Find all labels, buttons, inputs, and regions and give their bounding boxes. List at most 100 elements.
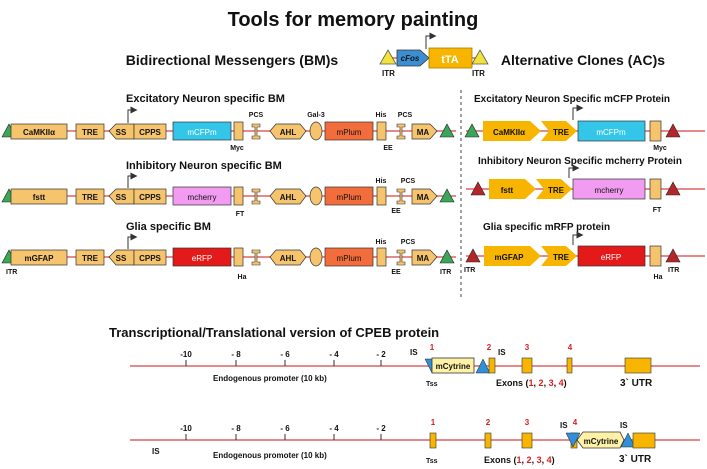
svg-text:mCytrine: mCytrine: [584, 437, 619, 446]
promoter-ticks: -10 - 8 - 6 - 4 - 2: [180, 424, 386, 440]
svg-text:3: 3: [525, 343, 530, 352]
svg-text:CPPS: CPPS: [139, 128, 161, 137]
svg-text:fstt: fstt: [501, 186, 514, 195]
svg-text:eRFP: eRFP: [601, 253, 621, 262]
svg-text:TRE: TRE: [548, 186, 565, 195]
is-right-triangle: [620, 432, 636, 448]
ac-glia-construct: Glia specific mRFP protein ITR mGFAP TRE…: [464, 222, 705, 281]
svg-text:mGFAP: mGFAP: [25, 254, 55, 263]
itr-right-triangle: [471, 49, 489, 65]
svg-text:- 8: - 8: [231, 350, 241, 359]
ac-inhibitory-construct: Inhibitory Neuron Specific mcherry Prote…: [466, 156, 705, 214]
his-tag: [376, 247, 387, 267]
tta-label: tTA: [441, 54, 459, 66]
svg-text:mcherry: mcherry: [595, 186, 624, 195]
svg-text:1: 1: [430, 343, 435, 352]
mcytrine-insert: [431, 357, 475, 374]
svg-text:FT: FT: [653, 207, 662, 214]
itr-right-triangle: [439, 249, 455, 264]
svg-text:- 2: - 2: [376, 350, 386, 359]
tre-box: [75, 188, 105, 205]
bm-glia-construct: Glia specific BM ITR mGFAP TRE SS CPPS e…: [1, 221, 456, 281]
promoter-ticks: -10 - 8 - 6 - 4 - 2: [180, 350, 386, 366]
ft-tag: [649, 178, 662, 200]
tre-arrow: [541, 246, 577, 266]
svg-text:- 4: - 4: [329, 424, 339, 433]
mcytrine-insert: [576, 431, 625, 449]
itr-right-label: ITR: [472, 69, 485, 78]
pcs-site: [251, 249, 261, 266]
itr-left-triangle: [464, 123, 480, 138]
mplum-box: [324, 186, 374, 206]
itr-left-label: ITR: [382, 69, 395, 78]
svg-text:Gal-3: Gal-3: [307, 112, 325, 119]
svg-text:Myc: Myc: [653, 145, 667, 152]
bm-header: Bidirectional Messengers (BM)s: [126, 52, 339, 68]
tre-arrow: [541, 121, 577, 141]
ma-arrow: [411, 249, 438, 266]
svg-text:AHL: AHL: [280, 193, 297, 202]
svg-text:SS: SS: [116, 128, 127, 137]
svg-text:4: 4: [573, 418, 578, 427]
svg-text:Ha: Ha: [238, 274, 247, 281]
svg-text:ITR: ITR: [6, 269, 17, 276]
bm-excitatory-title: Excitatory Neuron specific BM: [126, 93, 285, 105]
exon-2: [484, 432, 492, 449]
bm-glia-title: Glia specific BM: [126, 221, 211, 233]
svg-text:2: 2: [486, 418, 491, 427]
myc-tag: [233, 121, 244, 141]
itr-right-triangle: [665, 181, 681, 196]
svg-text:mcherry: mcherry: [188, 193, 217, 202]
svg-text:His: His: [376, 239, 387, 246]
mcfpm-box: [172, 121, 232, 141]
mgfap-promoter-arrow: [484, 246, 541, 266]
cfos-tta-construct: cFos tTA ITR ITR: [379, 32, 489, 78]
itr-left-triangle: [465, 248, 481, 263]
cpeb-row-2: -10 - 8 - 6 - 4 - 2 IS 1 2 3 IS 4 mCytri…: [130, 418, 700, 465]
ac-inhibitory-title: Inhibitory Neuron Specific mcherry Prote…: [478, 156, 682, 167]
ac-glia-title: Glia specific mRFP protein: [483, 222, 610, 233]
exon-4: [566, 357, 573, 374]
cpps-box: [133, 123, 167, 140]
his-tag: [376, 186, 387, 206]
svg-text:AHL: AHL: [280, 254, 297, 263]
ma-arrow: [411, 188, 438, 205]
svg-text:FT: FT: [236, 211, 245, 218]
svg-text:MA: MA: [417, 128, 430, 137]
cpeb-title: Transcriptional/Translational version of…: [109, 325, 439, 340]
svg-text:- 6: - 6: [280, 424, 290, 433]
tre-arrow: [536, 179, 572, 199]
svg-text:Endogenous promoter (10 kb): Endogenous promoter (10 kb): [213, 451, 327, 460]
svg-text:mPlum: mPlum: [337, 128, 362, 137]
svg-text:mPlum: mPlum: [337, 193, 362, 202]
cpps-box: [133, 249, 167, 266]
erfp-box: [577, 245, 646, 267]
svg-text:- 8: - 8: [231, 424, 241, 433]
svg-text:SS: SS: [116, 193, 127, 202]
svg-text:CaMKIIα: CaMKIIα: [23, 128, 55, 137]
svg-text:TRE: TRE: [553, 253, 570, 262]
fstt-promoter-arrow: [489, 179, 536, 199]
mcherry-box: [572, 178, 646, 200]
itr-left-triangle: [379, 49, 397, 65]
mcfpm-box: [577, 120, 646, 142]
svg-text:PCS: PCS: [249, 112, 264, 119]
cfos-label: cFos: [401, 54, 420, 63]
itr-right-triangle: [665, 123, 681, 138]
ac-excitatory-title: Excitatory Neuron Specific mCFP Protein: [474, 94, 670, 105]
bm-excitatory-construct: Excitatory Neuron specific BM CaMKIIα TR…: [1, 93, 456, 152]
cfos-promoter-arrow: [396, 49, 430, 67]
exons-label: Exons (1, 2, 3, 4): [484, 455, 555, 465]
pcs-site: [396, 249, 406, 266]
svg-text:mPlum: mPlum: [337, 254, 362, 263]
svg-text:3` UTR: 3` UTR: [619, 454, 652, 465]
exons-label: Exons (1, 2, 3, 4): [496, 378, 567, 388]
svg-text:AHL: AHL: [280, 128, 297, 137]
svg-text:mGFAP: mGFAP: [495, 253, 525, 262]
svg-text:TRE: TRE: [82, 193, 99, 202]
svg-text:IS: IS: [152, 447, 160, 456]
svg-text:PCS: PCS: [401, 178, 416, 185]
ma-arrow: [411, 123, 438, 140]
mplum-box: [324, 121, 374, 141]
